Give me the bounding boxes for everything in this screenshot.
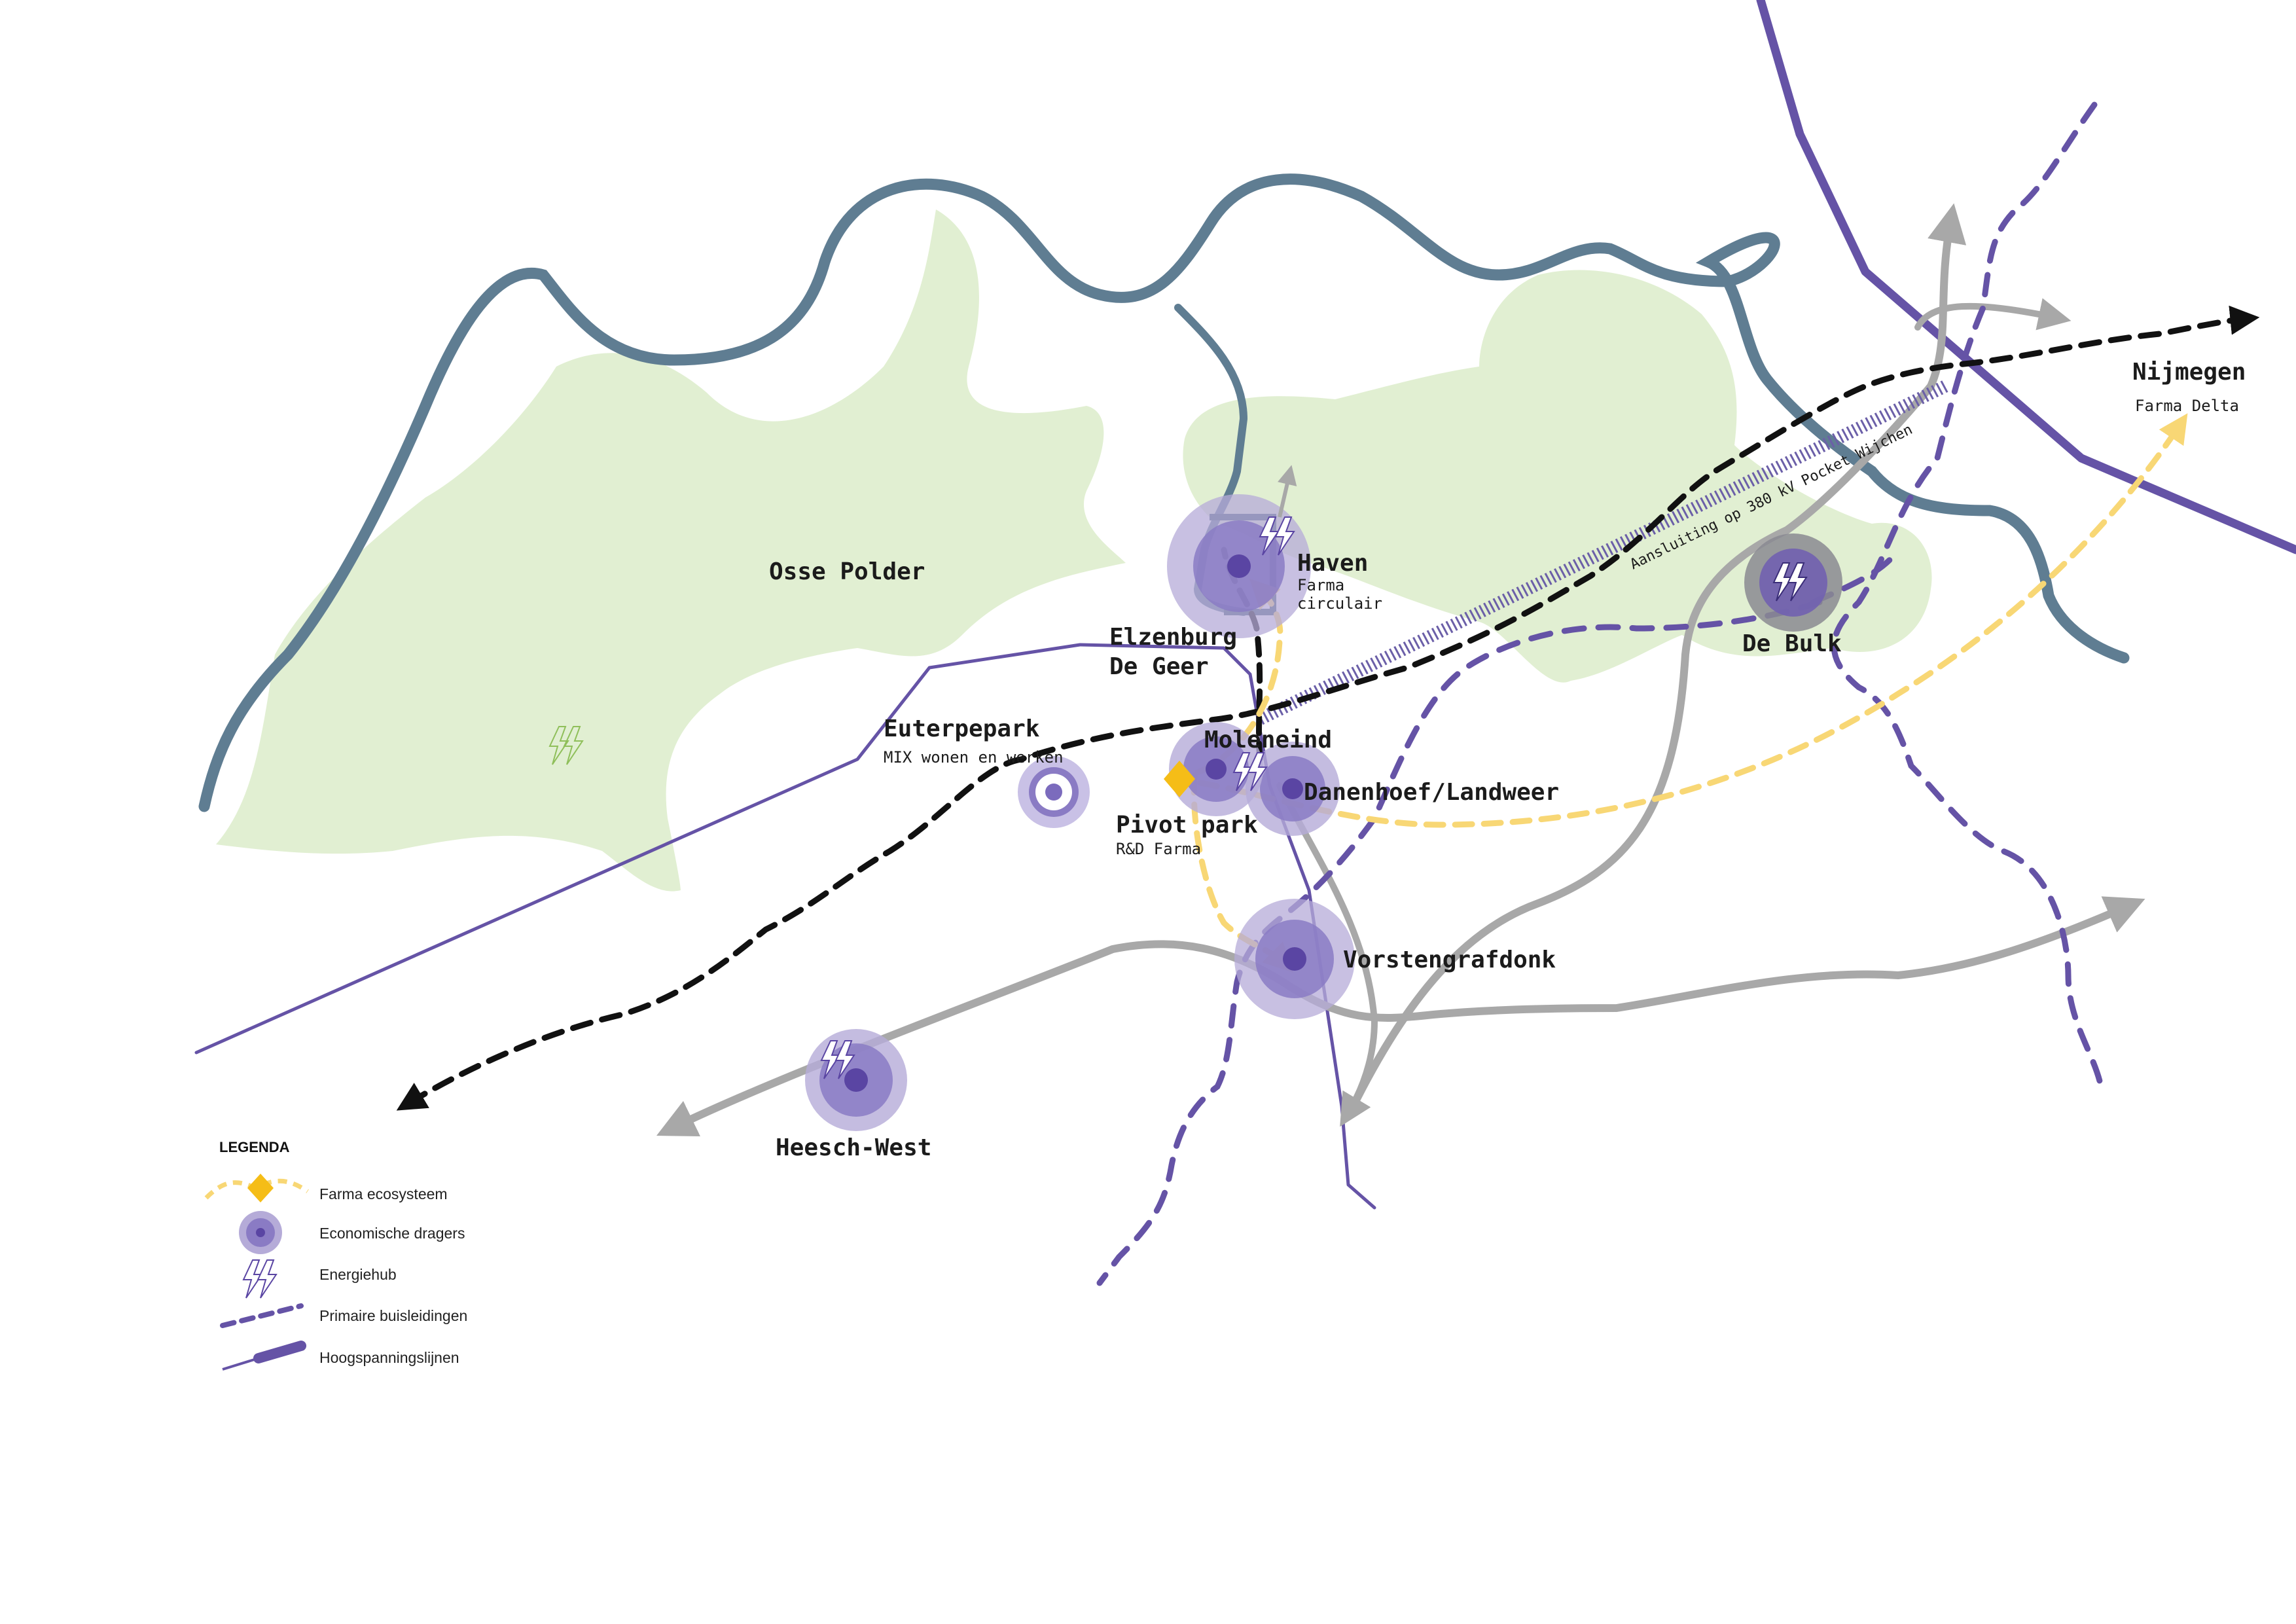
label-haven-sub2: circulair [1297, 594, 1382, 613]
label-haven-sub1: Farma [1297, 576, 1344, 594]
lightning-icon [1259, 516, 1280, 556]
label-euterpepark: Euterpepark [884, 715, 1040, 742]
label-pivot-park: Pivot park [1116, 812, 1258, 839]
dashed-pipeline-symbol [220, 1303, 304, 1328]
black-dashed-route [396, 305, 2260, 1111]
lightning-icon [1232, 752, 1253, 791]
gray-road-east-branch [1914, 298, 2072, 331]
legend-item-farma-ecosysteem: Farma ecosysteem [204, 1174, 448, 1202]
label-heesch-west: Heesch-West [776, 1134, 931, 1161]
legend-item-energiehub [242, 1259, 278, 1299]
legend: LEGENDA Farma ecosysteem Economische dra… [204, 1139, 467, 1371]
label-euterpepark-sub: MIX wonen en werken [884, 748, 1064, 767]
lightning-icon [1772, 562, 1793, 602]
label-nijmegen: Nijmegen [2132, 359, 2246, 386]
label-elzenburg: Elzenburg [1109, 624, 1237, 651]
power-line-symbol [222, 1357, 259, 1371]
label-moleneind: Moleneind [1204, 727, 1332, 753]
farma-diamond [1164, 761, 1195, 797]
energiehub-symbol [242, 1259, 263, 1299]
euterpepark-hub[interactable] [1018, 756, 1090, 828]
lightning-icon [548, 726, 569, 765]
legend-label: Energiehub [319, 1266, 397, 1283]
label-osse-polder: Osse Polder [769, 558, 925, 585]
vorstengrafdonk-hub[interactable] [1234, 899, 1355, 1019]
arrow-up-haven [1278, 465, 1297, 518]
farma-diamond-icon [247, 1174, 274, 1202]
label-de-geer: De Geer [1109, 653, 1209, 680]
legend-label: Economische dragers [319, 1225, 465, 1242]
energiehub-haven [1259, 516, 1295, 556]
lightning-icon [834, 1040, 855, 1079]
moleneind-hub[interactable] [1169, 722, 1263, 816]
legend-item-hoogspanningslijnen: Hoogspanningslijnen [222, 1341, 459, 1371]
haven-hub[interactable] [1167, 494, 1311, 638]
label-de-bulk: De Bulk [1742, 630, 1842, 657]
heesch-west-hub[interactable] [805, 1029, 907, 1131]
label-haven: Haven [1297, 550, 1368, 577]
pipeline-b [1096, 599, 1823, 1286]
legend-label: Hoogspanningslijnen [319, 1349, 459, 1366]
label-danenhoef: Danenhoef/Landweer [1304, 779, 1559, 806]
lightning-icon [1787, 562, 1808, 602]
lightning-icon [820, 1040, 841, 1079]
label-nijmegen-sub: Farma Delta [2135, 397, 2239, 415]
legend-title: LEGENDA [219, 1139, 290, 1155]
energiehub-moleneind [1232, 752, 1268, 791]
lightning-icon [1274, 516, 1295, 556]
energiehub-osse-polder [548, 726, 584, 765]
energiehub-de-bulk [1772, 562, 1808, 602]
lightning-icon [563, 726, 584, 765]
label-vorstengrafdonk: Vorstengrafdonk [1343, 947, 1556, 973]
lightning-icon [257, 1259, 278, 1299]
legend-label: Primaire buisleidingen [319, 1307, 467, 1324]
danenhoef-hub[interactable] [1246, 742, 1340, 836]
legend-label: Farma ecosysteem [319, 1185, 448, 1202]
energiehub-heesch-west [820, 1040, 855, 1079]
lightning-icon [1247, 752, 1268, 791]
label-pivot-sub: R&D Farma [1116, 840, 1201, 858]
legend-item-economische-dragers: Economische dragers [239, 1211, 465, 1254]
